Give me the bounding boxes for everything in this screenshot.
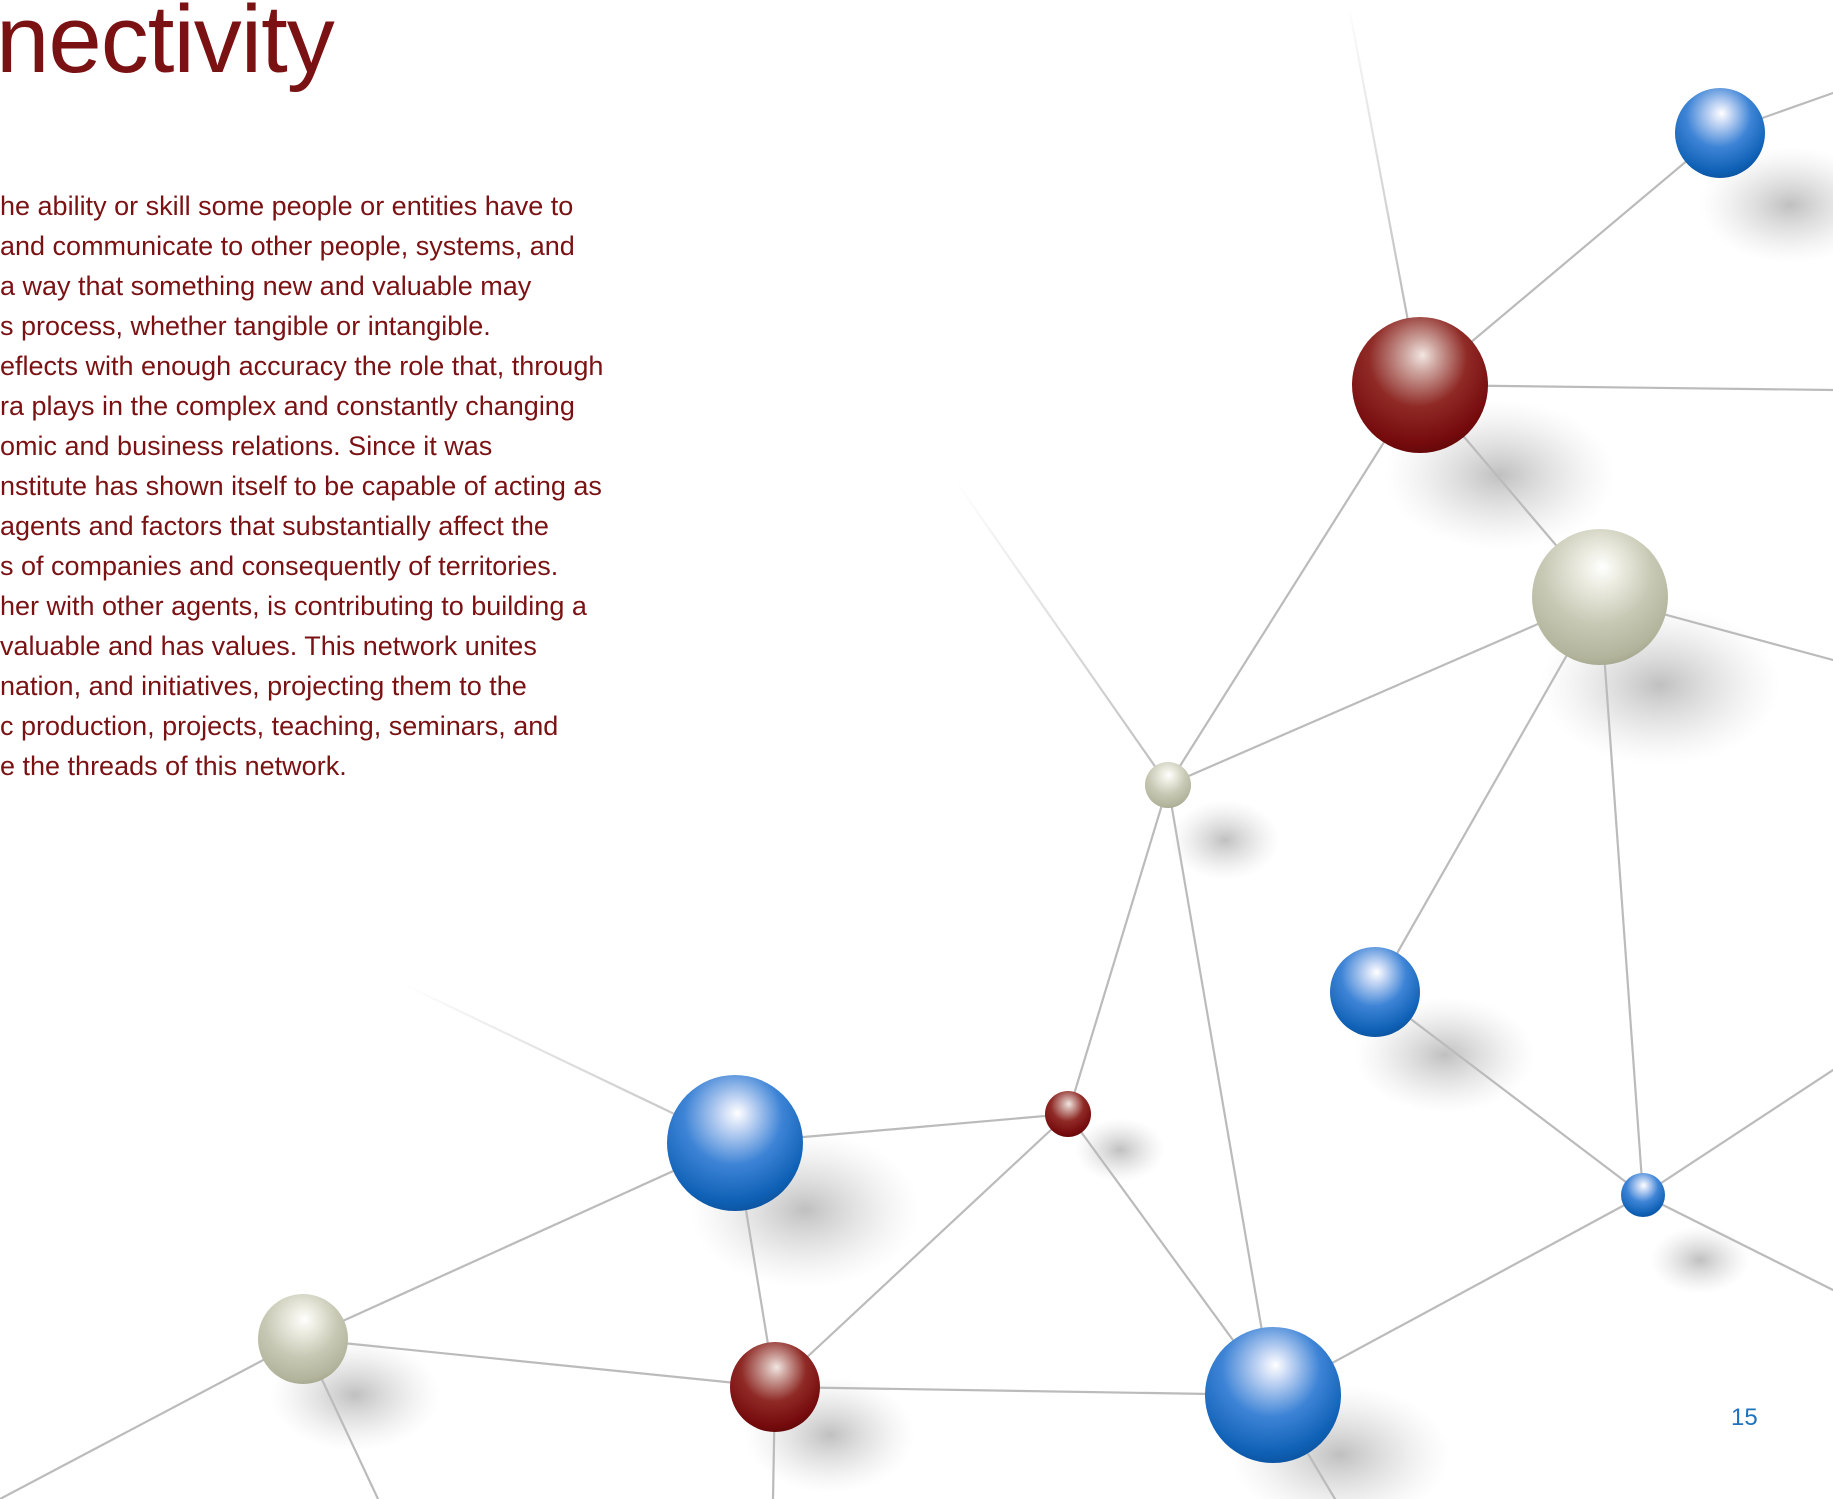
paragraph-line: s of companies and consequently of terri… (0, 551, 559, 581)
paragraph-line: nstitute has shown itself to be capable … (0, 471, 602, 501)
sphere-red-small (1045, 1091, 1091, 1137)
paragraph-line: omic and business relations. Since it wa… (0, 431, 493, 461)
sphere-beige-bottom-left (258, 1294, 348, 1384)
network-link (1166, 595, 1602, 787)
paragraph-line: eflects with enough accuracy the role th… (0, 351, 604, 381)
sphere-blue-top-right (1675, 88, 1765, 178)
sphere-blue-medium-right (1330, 947, 1420, 1037)
paragraph-line: ra plays in the complex and constantly c… (0, 391, 575, 421)
paragraph-line: s process, whether tangible or intangibl… (0, 311, 491, 341)
body-paragraph: he ability or skill some people or entit… (0, 186, 680, 786)
network-link (1271, 1193, 1645, 1397)
network-link (1166, 383, 1422, 787)
sphere-red-bottom (730, 1342, 820, 1432)
page-title: nectivity (0, 0, 335, 93)
paragraph-line: nation, and initiatives, projecting them… (0, 671, 527, 701)
network-link (301, 1141, 737, 1341)
network-link (1598, 595, 1645, 1197)
network-link (1641, 1193, 1833, 1292)
sphere-blue-large-bottom (1205, 1327, 1341, 1463)
sphere-beige-small (1145, 762, 1191, 808)
network-link (1373, 595, 1602, 994)
sphere-red-large (1352, 317, 1488, 453)
sphere-beige-large (1532, 529, 1668, 665)
sphere-shadow (1650, 1226, 1750, 1294)
sphere-shadow (1170, 800, 1280, 880)
network-link (773, 1385, 1275, 1397)
paragraph-line: agents and factors that substantially af… (0, 511, 549, 541)
sphere-blue-large-left (667, 1075, 803, 1211)
sphere-shadow (1075, 1118, 1165, 1182)
network-link (1418, 383, 1833, 392)
paragraph-line: her with other agents, is contributing t… (0, 591, 587, 621)
network-link (1166, 783, 1275, 1397)
network-link (953, 478, 1170, 787)
network-link (301, 1337, 777, 1389)
sphere-shadow (1700, 147, 1833, 263)
network-spheres (258, 88, 1765, 1463)
network-link (1373, 990, 1645, 1197)
paragraph-line: and communicate to other people, systems… (0, 231, 575, 261)
network-link (773, 1112, 1070, 1389)
paragraph-line: he ability or skill some people or entit… (0, 191, 574, 221)
network-link (1641, 1068, 1833, 1197)
network-link (0, 1337, 305, 1499)
page-number: 15 (1731, 1404, 1758, 1431)
paragraph-line: valuable and has values. This network un… (0, 631, 537, 661)
network-link (1066, 783, 1170, 1116)
paragraph-line: c production, projects, teaching, semina… (0, 711, 559, 741)
sphere-blue-small-right (1621, 1173, 1665, 1217)
paragraph-line: e the threads of this network. (0, 751, 347, 781)
paragraph-line: a way that something new and valuable ma… (0, 271, 532, 301)
